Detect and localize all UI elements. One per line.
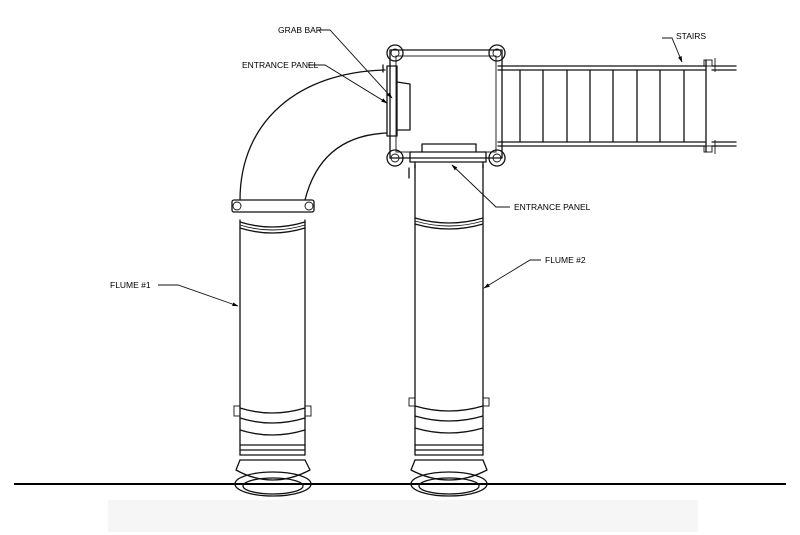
entrance-panel-bottom-label: ENTRANCE PANEL [514,202,591,212]
entrance-panel-top-label: ENTRANCE PANEL [242,60,319,70]
stairs [497,58,737,154]
flume-1 [231,69,388,497]
grab-bar-label: GRAB BAR [278,25,322,35]
flume-2-label: FLUME #2 [545,255,586,265]
scan-artifacts [108,500,698,532]
flume-2 [408,164,490,497]
flume-1-label: FLUME #1 [110,280,151,290]
platform [382,44,506,179]
leader-lines [158,29,683,307]
stairs-label: STAIRS [676,31,706,41]
